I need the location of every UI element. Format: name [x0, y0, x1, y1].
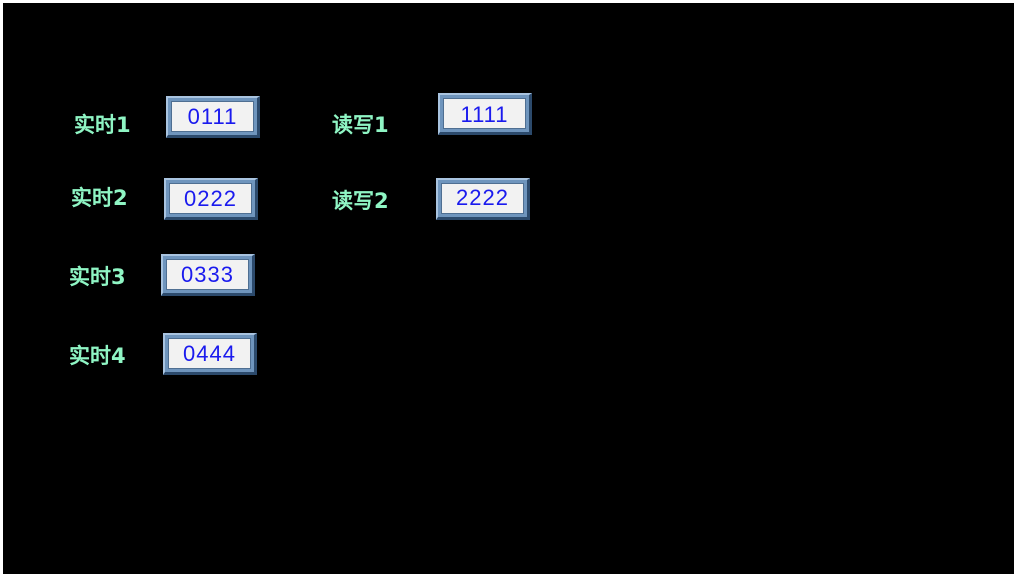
- readwrite-1-value[interactable]: 1111: [443, 98, 526, 129]
- hmi-screen: 实时1 0111 实时2 0222 实时3 0333 实时4 0444 读写1 …: [3, 3, 1014, 574]
- realtime-1-display: 0111: [166, 96, 260, 138]
- readwrite-2-input[interactable]: 2222: [436, 178, 530, 220]
- readwrite-1-label: 读写1: [332, 113, 389, 137]
- realtime-1-value: 0111: [171, 101, 254, 132]
- realtime-2-display: 0222: [164, 178, 258, 220]
- realtime-4-display: 0444: [163, 333, 257, 375]
- realtime-3-display: 0333: [161, 254, 255, 296]
- readwrite-1-input[interactable]: 1111: [438, 93, 532, 135]
- realtime-2-value: 0222: [169, 183, 252, 214]
- realtime-4-value: 0444: [168, 338, 251, 369]
- realtime-3-value: 0333: [166, 259, 249, 290]
- realtime-2-label: 实时2: [71, 186, 128, 210]
- realtime-4-label: 实时4: [69, 344, 126, 368]
- realtime-1-label: 实时1: [74, 113, 131, 137]
- realtime-3-label: 实时3: [69, 265, 126, 289]
- readwrite-2-label: 读写2: [332, 189, 389, 213]
- readwrite-2-value[interactable]: 2222: [441, 183, 524, 214]
